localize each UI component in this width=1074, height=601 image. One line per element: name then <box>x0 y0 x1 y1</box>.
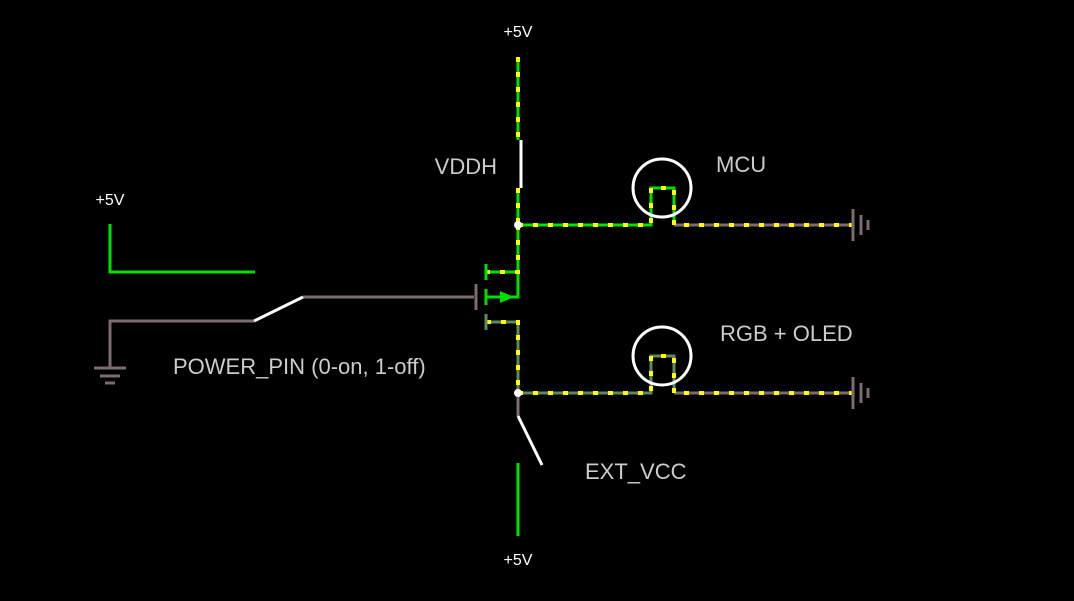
label-vdd-top: +5V <box>504 24 533 41</box>
flow-rgb-branch <box>518 354 853 395</box>
ground-left-icon <box>94 366 126 385</box>
wires <box>108 57 853 536</box>
junction-top <box>514 221 522 229</box>
label-rgb-oled: RGB + OLED <box>720 321 853 346</box>
wire-mosfet-body <box>486 272 520 299</box>
mcu-lamp-icon[interactable] <box>631 157 693 219</box>
label-ext-vcc: EXT_VCC <box>585 459 687 484</box>
current-flow <box>486 57 853 395</box>
ground-mcu-icon <box>851 209 870 241</box>
rgb-oled-lamp-icon[interactable] <box>631 325 693 387</box>
flow-drain <box>486 320 520 393</box>
wire-drain-to-junction <box>486 320 520 393</box>
wire-vdd-left <box>108 224 255 274</box>
label-vdd-left: +5V <box>96 192 125 209</box>
label-vdd-bottom: +5V <box>504 552 533 569</box>
flow-mcu-branch <box>518 186 853 227</box>
switch-power-pin-blade[interactable] <box>253 295 304 323</box>
flow-source <box>486 225 520 274</box>
wire-junction-to-source <box>486 225 520 274</box>
ground-rgb-oled-icon <box>851 377 870 409</box>
label-vddh: VDDH <box>435 154 497 179</box>
label-mcu: MCU <box>716 152 766 177</box>
wire-ground-left <box>108 319 254 367</box>
switch-ext-vcc[interactable] <box>516 415 544 466</box>
label-power-pin: POWER_PIN (0-on, 1-off) <box>173 354 426 379</box>
mosfet[interactable] <box>474 264 514 330</box>
junction-bottom <box>514 389 522 397</box>
switch-ext-vcc-blade[interactable] <box>516 415 544 466</box>
switch-power-pin[interactable] <box>253 295 304 323</box>
mosfet-arrow <box>500 291 514 303</box>
